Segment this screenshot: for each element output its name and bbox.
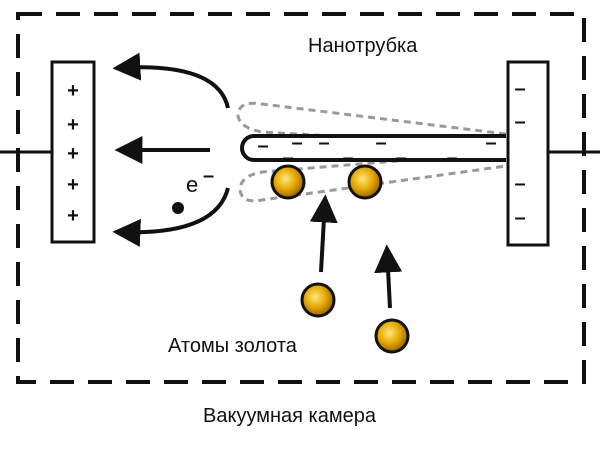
electron-charge: – [203, 165, 214, 187]
nanotube-charge: – [446, 147, 457, 169]
electron-arrow-lower [112, 187, 230, 247]
electron-arrow-upper [112, 52, 230, 109]
positive-electrode: + + + + + [50, 60, 96, 244]
negative-electrode: – – – – [506, 60, 550, 247]
nanotube-charge: – [375, 132, 386, 154]
minus-sign: – [514, 111, 525, 133]
nanotube-charge: – [282, 147, 293, 169]
nanotube-charge: – [257, 135, 268, 157]
electron-label: e [186, 172, 198, 197]
gold-atom [374, 318, 410, 354]
nanotube [240, 134, 506, 162]
electron-dot [172, 202, 184, 214]
plus-sign: + [67, 80, 79, 102]
nanotube-deflected-down [238, 150, 507, 203]
gold-atom [270, 164, 306, 200]
gold-atom [347, 164, 383, 200]
vacuum-chamber-label: Вакуумная камера [203, 405, 377, 427]
plus-sign: + [67, 143, 79, 165]
nanotube-label: Нанотрубка [308, 35, 418, 57]
nanotube-charge: – [252, 149, 263, 171]
minus-sign: – [514, 207, 525, 229]
gold-atom [300, 282, 336, 318]
plus-sign: + [67, 174, 79, 196]
nanotube-charge: – [291, 132, 302, 154]
plus-sign: + [67, 205, 79, 227]
nanotube-deflected-up [236, 101, 507, 148]
atom-motion-arrow [309, 194, 338, 273]
nanotube-charges: – – – – – – – – – – [252, 132, 496, 171]
gold-atoms-label: Атомы золота [168, 335, 298, 357]
plus-sign: + [67, 114, 79, 136]
nanotube-charge: – [395, 147, 406, 169]
nanotube-charge: – [318, 132, 329, 154]
nanotube-charge: – [342, 147, 353, 169]
minus-sign: – [514, 173, 525, 195]
vacuum-chamber-border [16, 12, 586, 384]
minus-sign: – [514, 78, 525, 100]
atom-motion-arrow [374, 244, 403, 309]
nanotube-charge: – [485, 132, 496, 154]
